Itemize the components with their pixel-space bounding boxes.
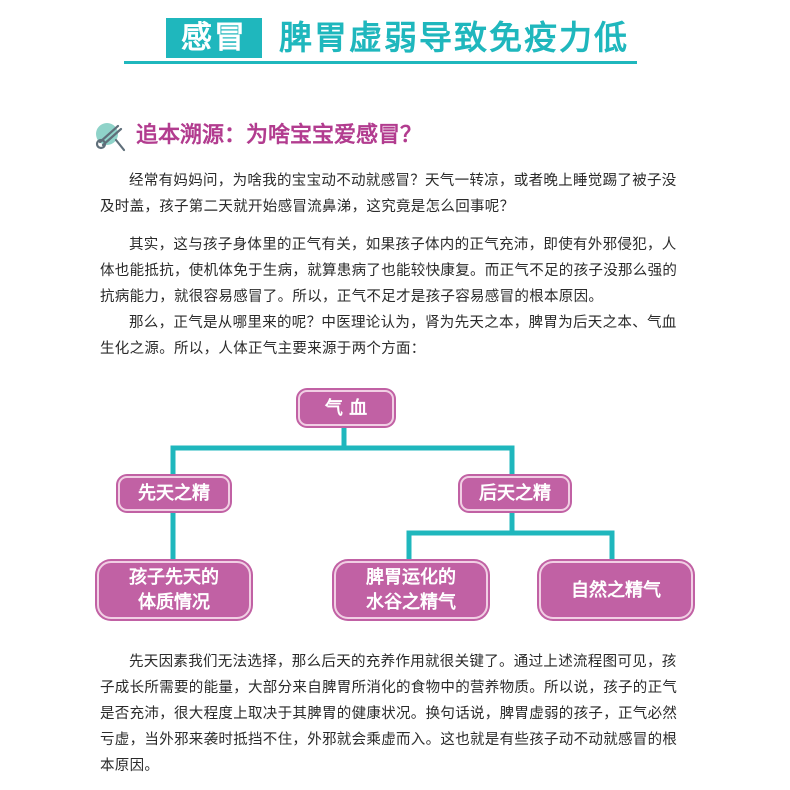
- title-underline: [124, 61, 637, 64]
- paragraph-1: 经常有妈妈问，为啥我的宝宝动不动就感冒？天气一转凉，或者晚上睡觉踢了被子没及时盖…: [100, 173, 677, 215]
- node-natural-essence: 自然之精气: [539, 561, 693, 619]
- paragraph-4: 先天因素我们无法选择，那么后天的充养作用就很关键了。通过上述流程图可见，孩子成长…: [100, 654, 678, 774]
- section-heading: 追本溯源：为啥宝宝爱感冒？: [136, 123, 423, 148]
- page-title: 脾胃虚弱导致免疫力低: [279, 18, 629, 57]
- paragraph-3: 那么，正气是从哪里来的呢？中医理论认为，肾为先天之本，脾胃为后天之本、气血生化之…: [100, 315, 677, 357]
- node-child-constitution: 孩子先天的 体质情况: [97, 561, 251, 619]
- title-badge: 感冒: [166, 18, 262, 58]
- node-qixue: 气 血: [298, 390, 394, 426]
- pin-icon: [95, 123, 126, 152]
- node-spleen-stomach-essence: 脾胃运化的 水谷之精气: [334, 561, 488, 619]
- paragraph-2: 其实，这与孩子身体里的正气有关，如果孩子体内的正气充沛，即使有外邪侵犯，人体也能…: [100, 237, 678, 305]
- node-houtian-zhijing: 后天之精: [460, 476, 570, 511]
- page-title-bar: 感冒 脾胃虚弱导致免疫力低: [124, 12, 637, 64]
- node-xiantian-zhijing: 先天之精: [118, 476, 230, 511]
